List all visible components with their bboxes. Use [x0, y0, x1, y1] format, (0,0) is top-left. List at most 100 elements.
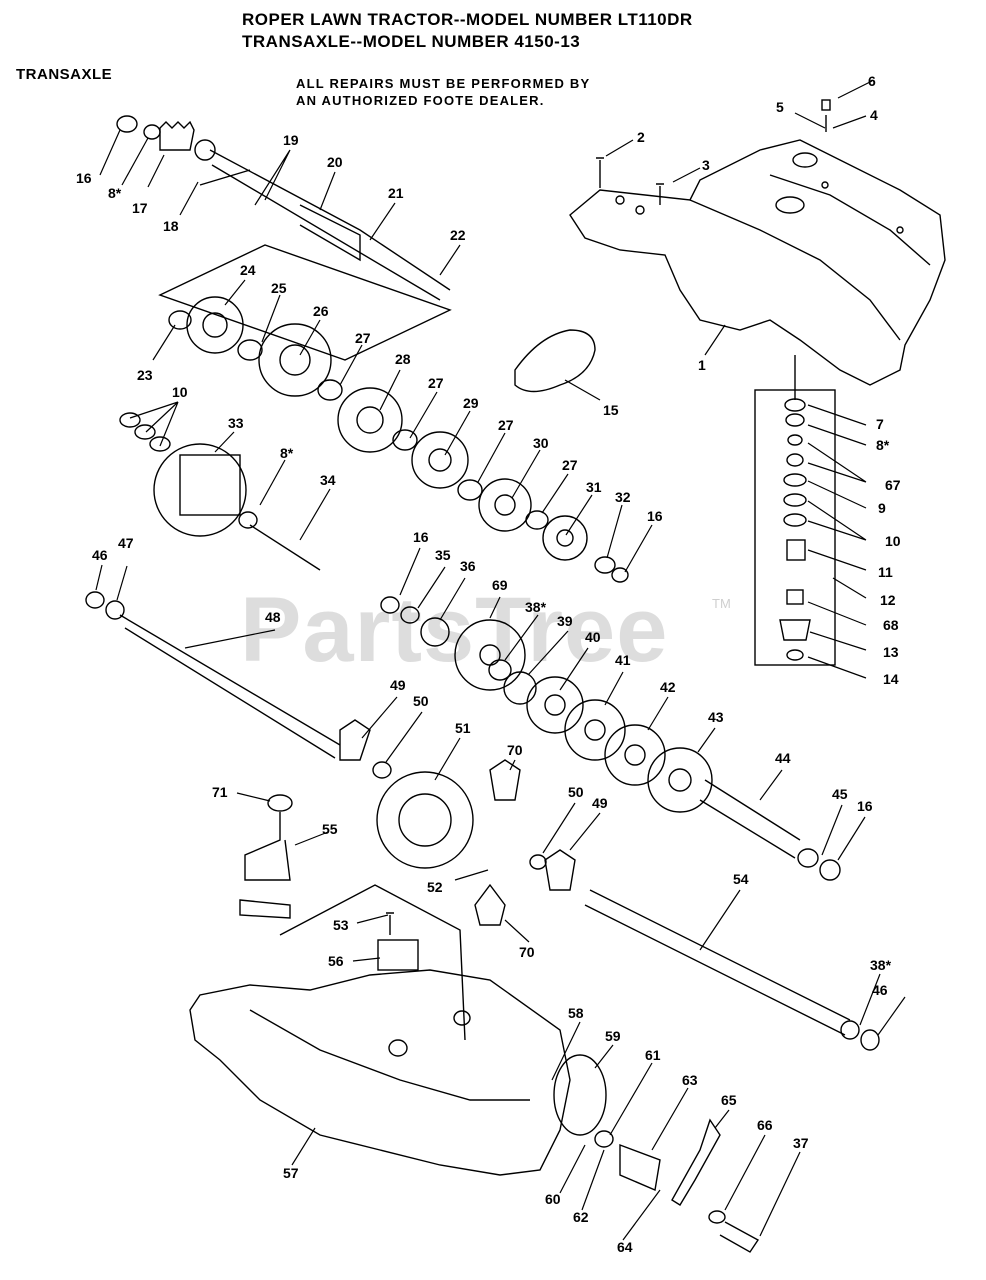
part-callout-37: 37 [793, 1135, 809, 1151]
part-callout-50: 50 [568, 784, 584, 800]
part-callout-44: 44 [775, 750, 791, 766]
part-callout-57: 57 [283, 1165, 299, 1181]
part-callout-26: 26 [313, 303, 329, 319]
part-callout-20: 20 [327, 154, 343, 170]
part-callout-8-star: 8* [108, 185, 122, 201]
kingpin-stack-box [754, 355, 836, 666]
section-label: TRANSAXLE [16, 66, 113, 83]
differential-assembly [376, 759, 880, 1051]
part-callout-16: 16 [857, 798, 873, 814]
part-callout-70: 70 [507, 742, 523, 758]
part-callout-38-star: 38* [870, 957, 892, 973]
leader-lines [95, 80, 906, 1241]
part-callout-67: 67 [885, 477, 901, 493]
part-callout-38-star: 38* [525, 599, 547, 615]
part-callout-66: 66 [757, 1117, 773, 1133]
part-callout-43: 43 [708, 709, 724, 725]
part-callout-35: 35 [435, 547, 451, 563]
part-callout-16: 16 [413, 529, 429, 545]
part-callout-4: 4 [870, 107, 878, 123]
part-callout-13: 13 [883, 644, 899, 660]
callout-labels: 168*171819202122235641242526232728151033… [76, 73, 901, 1255]
part-callout-21: 21 [388, 185, 404, 201]
part-callout-11: 11 [878, 564, 893, 580]
part-callout-7: 7 [876, 416, 884, 432]
part-callout-10: 10 [885, 533, 901, 549]
part-callout-3: 3 [702, 157, 710, 173]
part-callout-9: 9 [878, 500, 886, 516]
part-callout-27: 27 [498, 417, 514, 433]
part-callout-55: 55 [322, 821, 338, 837]
part-callout-52: 52 [427, 879, 443, 895]
part-callout-63: 63 [682, 1072, 698, 1088]
title-line-1: ROPER LAWN TRACTOR--MODEL NUMBER LT110DR [242, 10, 693, 29]
part-callout-22: 22 [450, 227, 466, 243]
part-callout-6: 6 [868, 73, 876, 89]
part-callout-2: 2 [637, 129, 645, 145]
part-callout-70: 70 [519, 944, 535, 960]
drive-chain [514, 329, 596, 393]
part-callout-31: 31 [586, 479, 602, 495]
part-callout-61: 61 [645, 1047, 661, 1063]
part-callout-5: 5 [776, 99, 784, 115]
part-callout-46: 46 [92, 547, 108, 563]
part-callout-71: 71 [212, 784, 228, 800]
shift-fork-lever [239, 794, 466, 1041]
part-callout-8-star: 8* [280, 445, 294, 461]
part-callout-54: 54 [733, 871, 749, 887]
part-callout-15: 15 [603, 402, 619, 418]
watermark-trademark: TM [712, 596, 731, 611]
part-callout-27: 27 [428, 375, 444, 391]
part-callout-27: 27 [355, 330, 371, 346]
part-callout-40: 40 [585, 629, 601, 645]
axle-and-gear-cluster [85, 591, 841, 881]
part-callout-29: 29 [463, 395, 479, 411]
part-callout-51: 51 [455, 720, 471, 736]
countershaft-box [158, 244, 452, 453]
part-callout-56: 56 [328, 953, 344, 969]
part-callout-17: 17 [132, 200, 148, 216]
brake-assembly [553, 1054, 760, 1253]
part-callout-59: 59 [605, 1028, 621, 1044]
part-callout-27: 27 [562, 457, 578, 473]
lower-housing [189, 912, 571, 1176]
part-callout-53: 53 [333, 917, 349, 933]
part-callout-68: 68 [883, 617, 899, 633]
part-callout-28: 28 [395, 351, 411, 367]
part-callout-60: 60 [545, 1191, 561, 1207]
part-callout-69: 69 [492, 577, 508, 593]
part-callout-45: 45 [832, 786, 848, 802]
dealer-note-line-2: AN AUTHORIZED FOOTE DEALER. [296, 93, 545, 108]
part-callout-16: 16 [647, 508, 663, 524]
part-callout-10: 10 [172, 384, 188, 400]
part-callout-65: 65 [721, 1092, 737, 1108]
part-callout-30: 30 [533, 435, 549, 451]
part-callout-1: 1 [698, 357, 706, 373]
part-callout-49: 49 [592, 795, 608, 811]
shift-shaft-assembly [116, 115, 451, 301]
part-callout-23: 23 [137, 367, 153, 383]
part-callout-16: 16 [76, 170, 92, 186]
part-callout-14: 14 [883, 671, 899, 687]
part-callout-58: 58 [568, 1005, 584, 1021]
upper-housing [569, 99, 946, 386]
part-callout-46: 46 [872, 982, 888, 998]
part-callout-49: 49 [390, 677, 406, 693]
part-callout-19: 19 [283, 132, 299, 148]
gear-train [119, 412, 629, 583]
part-callout-62: 62 [573, 1209, 589, 1225]
part-callout-24: 24 [240, 262, 256, 278]
part-callout-25: 25 [271, 280, 287, 296]
dealer-note-line-1: ALL REPAIRS MUST BE PERFORMED BY [296, 76, 591, 91]
part-callout-8-star: 8* [876, 437, 890, 453]
part-callout-42: 42 [660, 679, 676, 695]
part-callout-12: 12 [880, 592, 896, 608]
part-callout-18: 18 [163, 218, 179, 234]
part-callout-36: 36 [460, 558, 476, 574]
part-callout-39: 39 [557, 613, 573, 629]
part-callout-41: 41 [615, 652, 631, 668]
part-callout-33: 33 [228, 415, 244, 431]
title-line-2: TRANSAXLE--MODEL NUMBER 4150-13 [242, 32, 581, 51]
